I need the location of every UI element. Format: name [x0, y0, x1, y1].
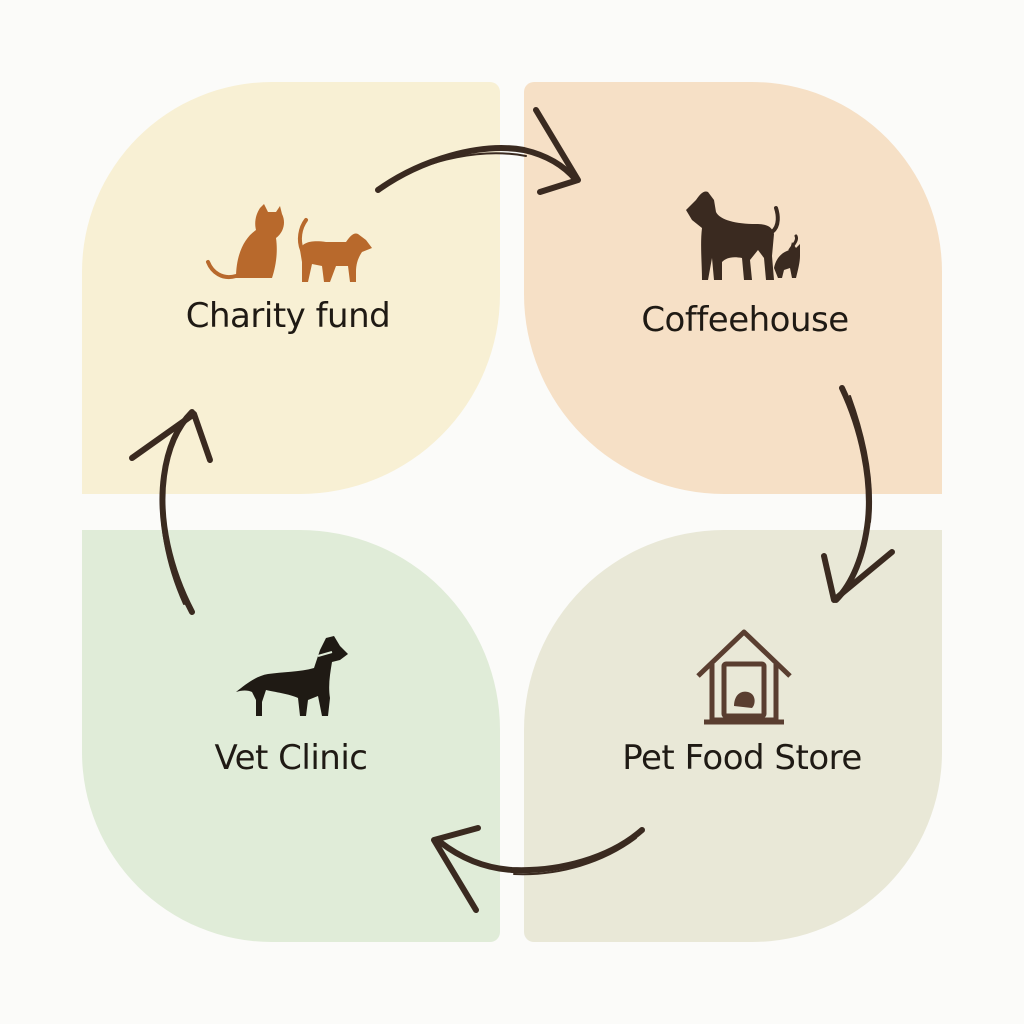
arrows: [129, 107, 895, 913]
quadrant-charity-fund: [82, 82, 500, 494]
pet-house-icon: [696, 629, 792, 725]
arrow-vet-clinic-to-charity: [129, 409, 213, 615]
arrow-coffeehouse-to-pet-food-store: [821, 385, 895, 603]
arrow-charity-to-coffeehouse: [375, 107, 581, 195]
quadrant-pet-food-store: [524, 530, 942, 942]
node-label-coffeehouse: Coffeehouse: [641, 300, 849, 340]
quadrant-coffeehouse: [524, 82, 942, 494]
dog-and-cat-icon: [686, 191, 800, 280]
node-label-vet-clinic: Vet Clinic: [214, 738, 369, 778]
dog-icon: [236, 636, 348, 716]
quadrant-vet-clinic: [82, 530, 500, 942]
node-label-charity-fund: Charity fund: [185, 296, 391, 336]
node-label-pet-food-store: Pet Food Store: [622, 738, 862, 778]
arrow-pet-food-store-to-vet-clinic: [431, 825, 645, 913]
cat-and-dog-icon: [206, 204, 372, 282]
